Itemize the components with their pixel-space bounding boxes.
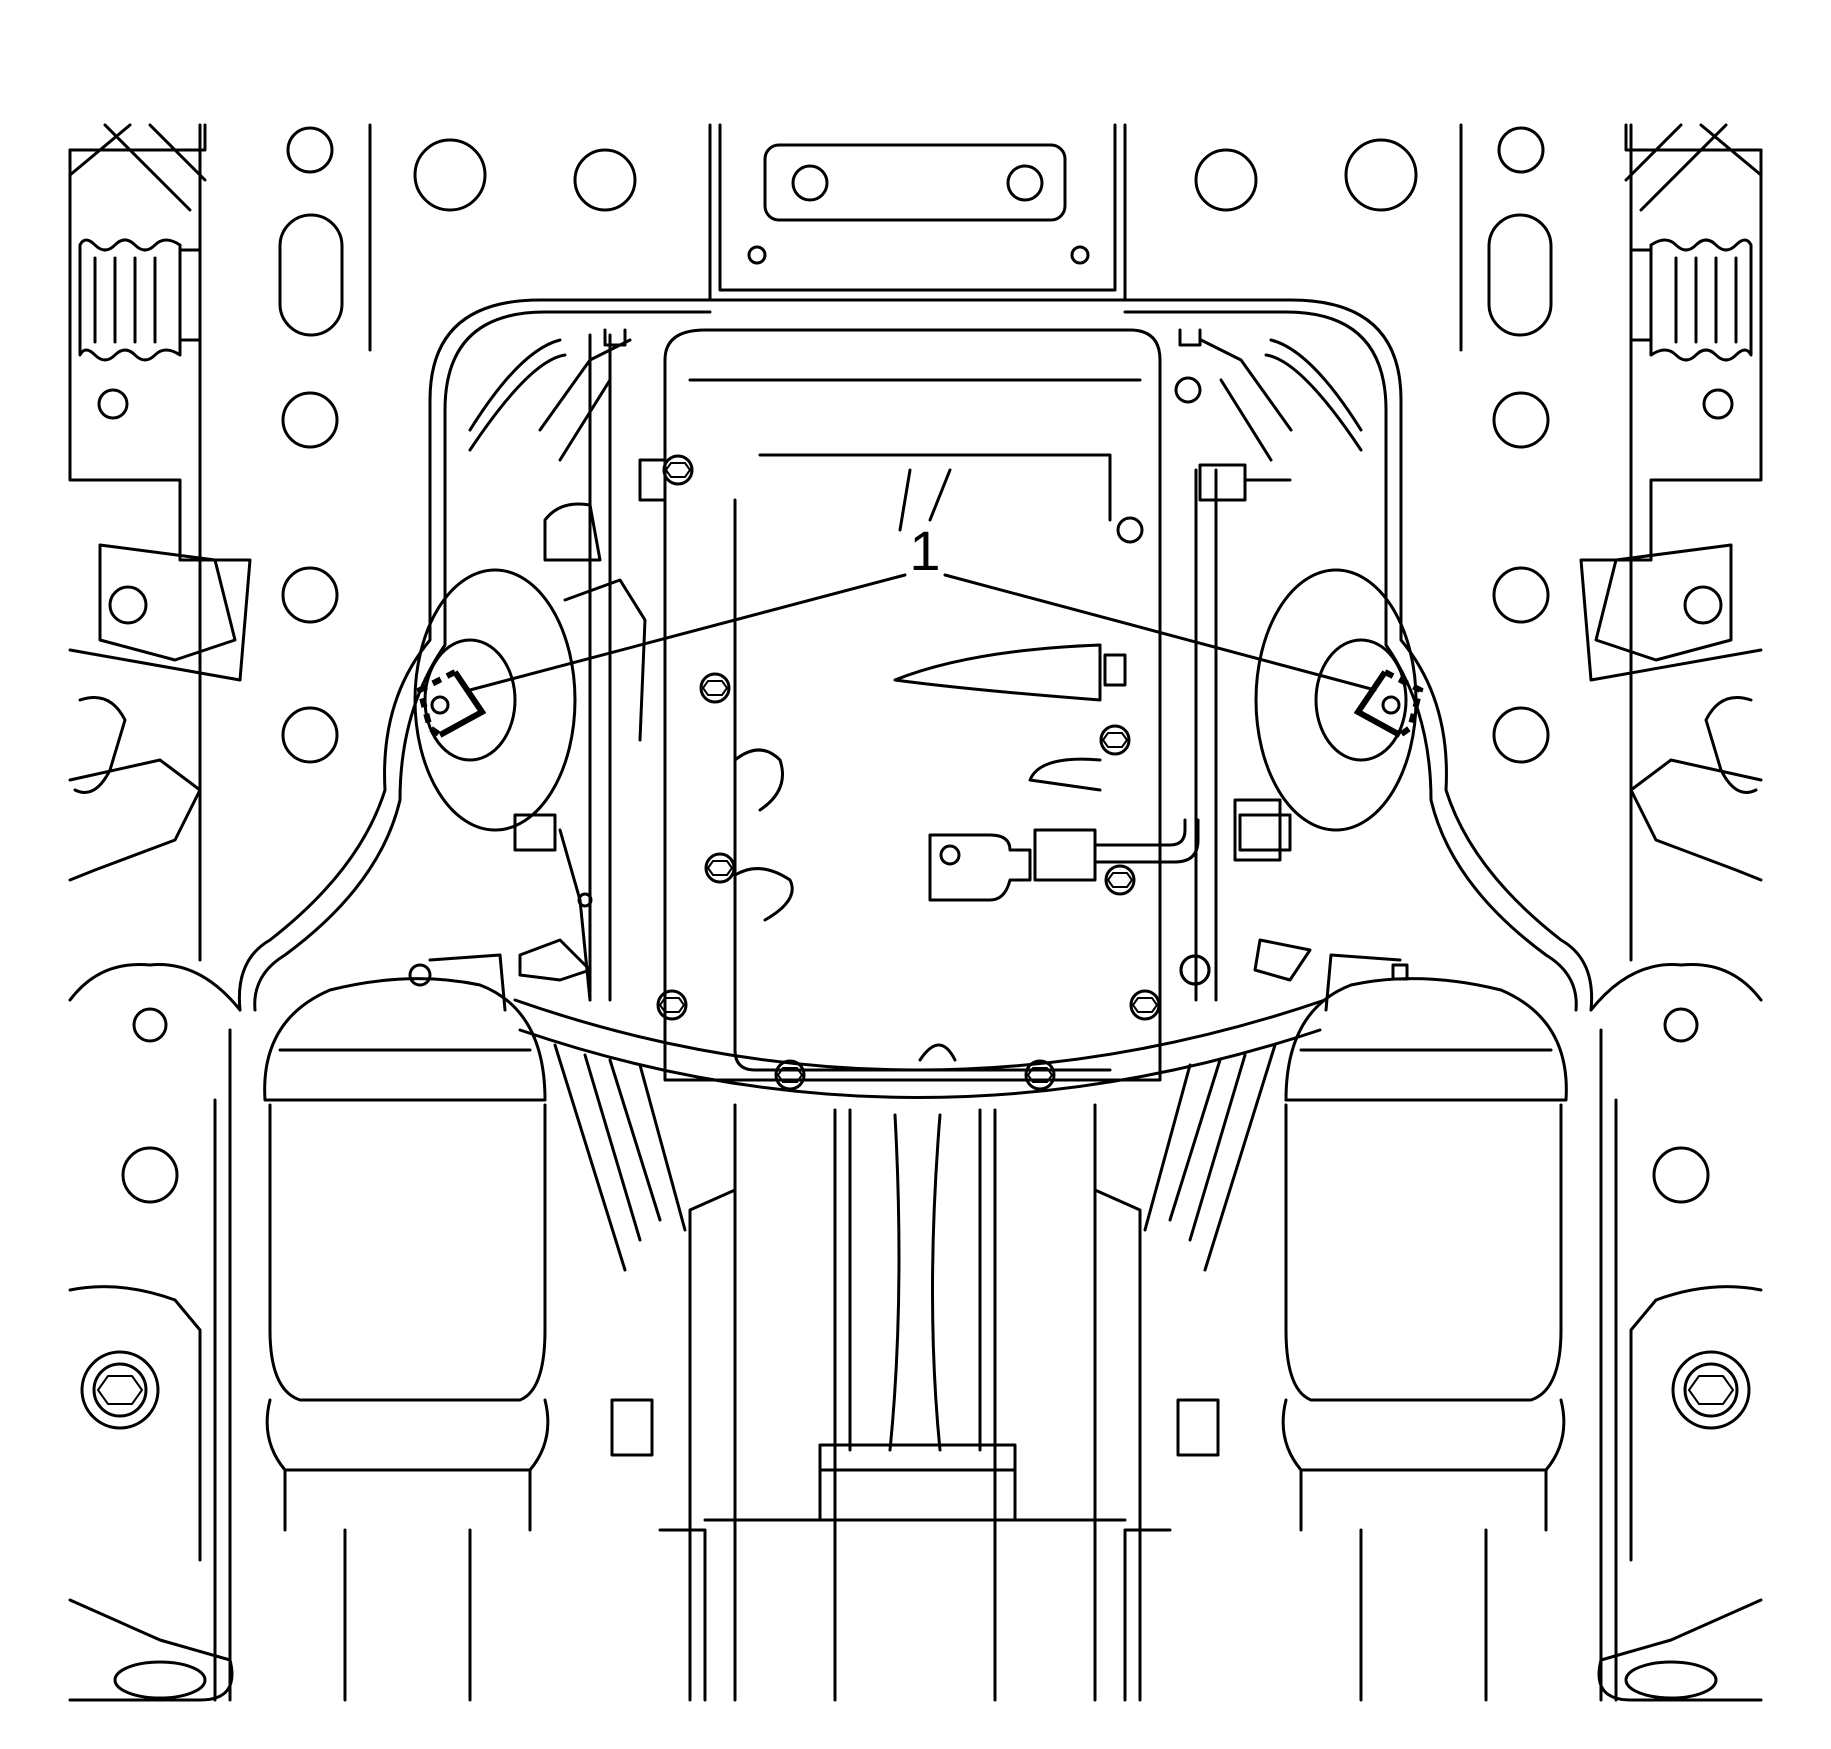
top-center-bracket <box>708 123 1127 302</box>
left-engine-mount <box>413 568 577 832</box>
callout-label: 1 <box>909 519 940 582</box>
left-catalytic-converter <box>213 977 550 1702</box>
right-mount-fastener-marker <box>1353 669 1424 738</box>
engine-cradle <box>68 298 1763 1204</box>
oil-pressure-sensor <box>928 818 1200 902</box>
oil-pan <box>663 328 1162 1082</box>
oil-pan-bolts <box>656 376 1211 1091</box>
callout-1: 1 <box>468 519 1377 692</box>
left-internal-components <box>408 328 667 1012</box>
left-side-structure <box>68 123 252 1702</box>
right-catalytic-converter <box>1281 977 1618 1702</box>
transmission <box>610 1103 1220 1702</box>
right-engine-mount <box>1254 568 1418 832</box>
left-mount-fastener-marker <box>416 669 487 738</box>
right-frame-rail <box>1194 123 1633 962</box>
right-side-structure <box>1579 123 1763 1702</box>
left-frame-rail <box>198 123 637 962</box>
cross-member <box>513 998 1327 1272</box>
right-internal-components <box>1178 328 1409 1012</box>
lower-frame-bolts <box>68 1285 1763 1562</box>
